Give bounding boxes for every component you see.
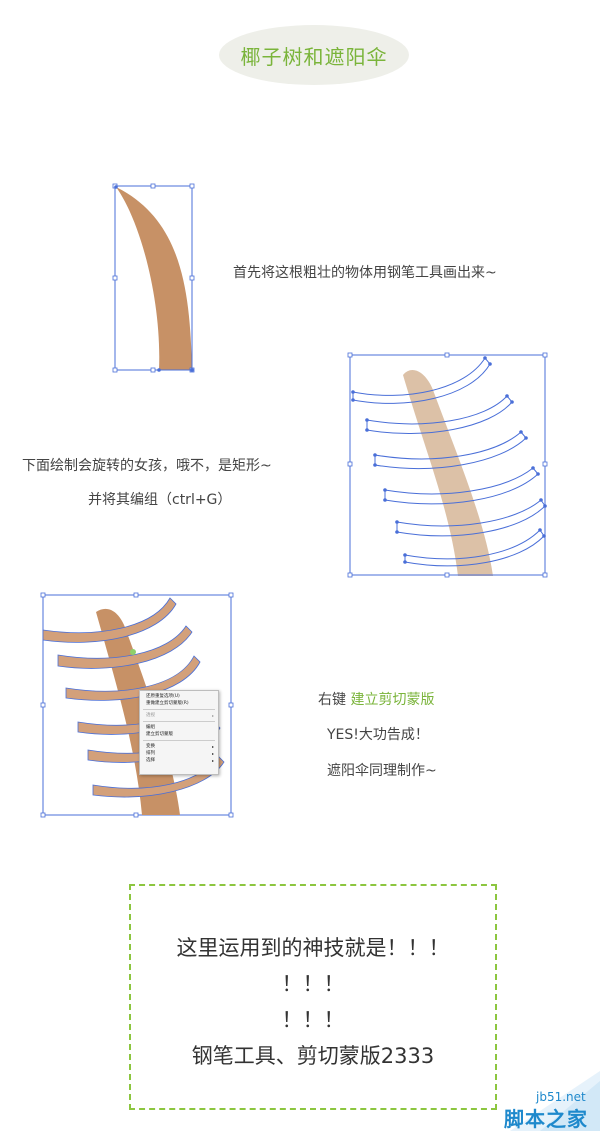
menu-item-label: 选择 [146, 758, 155, 763]
menu-item-perspective[interactable]: 透视 ▸ [140, 712, 218, 719]
step1-caption: 首先将这根粗壮的物体用钢笔工具画出来~ [233, 265, 497, 281]
page-title: 椰子树和遮阳伞 [240, 44, 388, 69]
watermark-url: jb51.net [536, 1090, 586, 1104]
step3-prefix: 右键 [318, 692, 346, 708]
menu-item-make-clipping-mask[interactable]: 建立剪切蒙版 [146, 732, 173, 737]
menu-divider [143, 721, 215, 722]
step3-caption-line1: 右键 建立剪切蒙版 [318, 689, 434, 709]
anchor-points [351, 356, 547, 564]
summary-line1: 这里运用到的神技就是！！！ [176, 936, 450, 960]
step3-highlight: 建立剪切蒙版 [350, 692, 435, 708]
step2-caption-line1: 下面绘制会旋转的女孩，哦不，是矩形~ [22, 458, 272, 474]
summary-box: 这里运用到的神技就是！！！ ！！！ ！！！ 钢笔工具、剪切蒙版2333 [129, 884, 497, 1110]
menu-divider [143, 740, 215, 741]
menu-item-group[interactable]: 编组 [146, 725, 155, 730]
menu-item-redo[interactable]: 重做建立剪切蒙版(R) [146, 701, 189, 706]
chevron-right-icon: ▸ [211, 713, 214, 718]
menu-item-label: 变换 [146, 744, 155, 749]
anchor-points [114, 185, 194, 372]
summary-line4: 钢笔工具、剪切蒙版2333 [191, 1044, 435, 1068]
menu-item-select[interactable]: 选择 ▸ [140, 757, 218, 764]
menu-item-label: 透视 [146, 713, 155, 718]
grouped-rectangles-illustration [347, 352, 548, 578]
menu-divider [143, 709, 215, 710]
context-menu: 还原重复选项(U) 重做建立剪切蒙版(R) 透视▸ 编组 建立剪切蒙版 变换▸ … [139, 690, 219, 775]
watermark-fold-icon [510, 1071, 600, 1131]
menu-item-label: 排列 [146, 751, 155, 756]
chevron-right-icon: ▸ [211, 751, 214, 756]
chevron-right-icon: ▸ [211, 758, 214, 763]
step3-caption-line3: 遮阳伞同理制作~ [327, 763, 437, 779]
chevron-right-icon: ▸ [211, 744, 214, 749]
trunk-illustration [112, 183, 195, 373]
watermark-name: 脚本之家 [504, 1107, 588, 1131]
step2-caption-line2: 并将其编组（ctrl+G） [88, 492, 232, 508]
bounding-handles [347, 352, 548, 578]
menu-item-arrange[interactable]: 排列 ▸ [140, 750, 218, 757]
summary-line2: ！！！ [281, 972, 345, 996]
trunk-shape-light [403, 370, 493, 576]
step3-caption-line2: YES!大功告成！ [327, 727, 429, 743]
title-badge: 椰子树和遮阳伞 [219, 25, 409, 85]
bounding-handles [40, 592, 234, 818]
menu-item-transform[interactable]: 变换 ▸ [140, 743, 218, 750]
selection-dot [130, 649, 136, 655]
menu-item-undo[interactable]: 还原重复选项(U) [146, 694, 180, 699]
summary-line3: ！！！ [281, 1008, 345, 1032]
trunk-shape [116, 187, 192, 370]
